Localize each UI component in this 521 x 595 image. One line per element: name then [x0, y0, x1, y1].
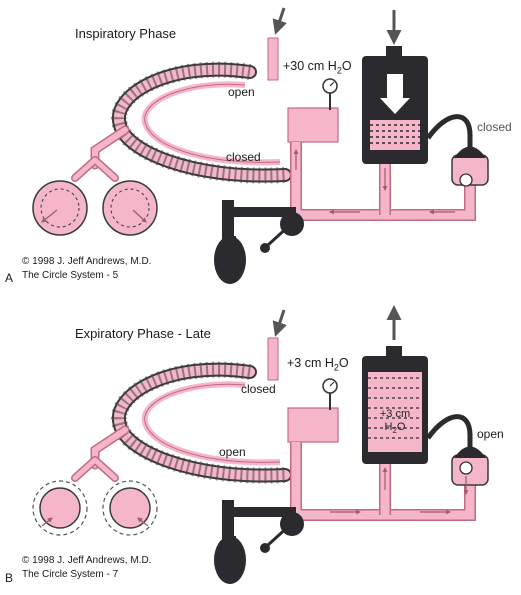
panel-b-popoff-label: open [477, 427, 504, 441]
panel-b-title: Expiratory Phase - Late [75, 326, 211, 341]
panel-a-pressure: +30 cm H2O [283, 59, 352, 76]
panel-inspiratory [32, 7, 488, 284]
panel-a-title: Inspiratory Phase [75, 26, 177, 41]
panel-a-expiratory-valve-label: closed [226, 150, 261, 164]
panel-b-copyright: © 1998 J. Jeff Andrews, M.D. [22, 555, 152, 566]
fresh-gas-arrow-b [272, 309, 287, 337]
panel-a-caption: The Circle System - 5 [22, 270, 119, 281]
panel-b-caption: The Circle System - 7 [22, 569, 119, 580]
panel-b-inspiratory-valve-label: closed [241, 382, 276, 396]
panel-b-id: B [5, 571, 14, 585]
panel-a-inspiratory-valve-label: open [228, 85, 255, 99]
panel-expiratory [32, 305, 488, 584]
panel-b-bellows-pressure: +3 cm H2O [379, 408, 411, 436]
panel-a-copyright: © 1998 J. Jeff Andrews, M.D. [22, 256, 152, 267]
panel-a-popoff-label: closed [477, 120, 512, 134]
panel-a-id: A [5, 271, 14, 285]
panel-b-expiratory-valve-label: open [219, 445, 246, 459]
popoff-ball-open [459, 461, 473, 475]
panel-b-pressure: +3 cm H2O [287, 356, 349, 373]
down-arrow-icon [380, 74, 410, 114]
fresh-gas-arrow [272, 7, 287, 35]
bellows-expanded [368, 372, 422, 452]
popoff-ball [459, 173, 473, 187]
